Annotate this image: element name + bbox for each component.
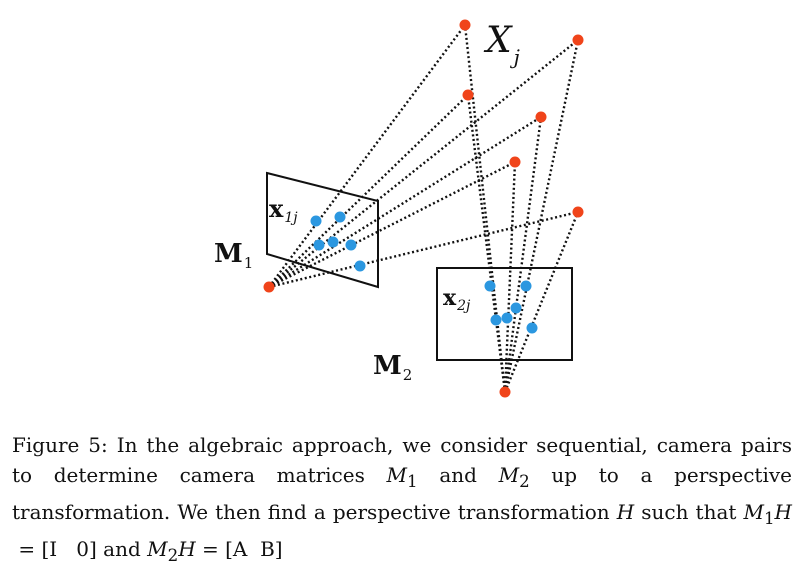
label-camera-2: M2 (373, 351, 412, 384)
image2-point-6 (526, 322, 538, 334)
image2-point-3 (490, 314, 502, 326)
ray-c2-p2 (503, 39, 580, 393)
image-points-2 (484, 280, 538, 334)
world-point-3 (462, 89, 474, 101)
world-point-5 (509, 156, 521, 168)
camera-center-2 (499, 386, 511, 398)
image1-point-2 (334, 211, 346, 223)
rays-camera-2 (463, 24, 580, 393)
world-points (459, 19, 584, 218)
image1-point-3 (313, 239, 325, 251)
image-points-1 (310, 211, 366, 272)
ray-c2-p6 (503, 211, 580, 393)
image-plane-1 (266, 171, 379, 289)
ray-c1-p3 (268, 94, 469, 288)
world-point-6 (572, 206, 584, 218)
ray-c2-p3 (466, 94, 507, 393)
image2-point-2 (520, 280, 532, 292)
ray-c1-p1 (268, 24, 466, 288)
image2-point-4 (501, 312, 513, 324)
ray-c2-p5 (503, 161, 517, 393)
ray-c1-p4 (268, 115, 542, 289)
label-image1-points: x1j (269, 194, 298, 226)
world-point-4 (535, 111, 547, 123)
image2-point-1 (484, 280, 496, 292)
image1-point-4 (327, 236, 339, 248)
label-image2-points: x2j (443, 285, 471, 314)
world-point-2 (572, 34, 584, 46)
label-camera-1: M1 (214, 239, 253, 272)
camera-center-1 (263, 281, 275, 293)
image1-point-6 (354, 260, 366, 272)
ray-c2-p4 (503, 116, 543, 393)
image-plane-2 (436, 267, 573, 361)
ray-c1-p2 (268, 39, 579, 288)
figure-caption: Figure 5: In the algebraic approach, we … (12, 433, 792, 565)
world-point-1 (459, 19, 471, 31)
image1-point-5 (345, 239, 357, 251)
image1-point-1 (310, 215, 322, 227)
image2-point-5 (510, 302, 522, 314)
